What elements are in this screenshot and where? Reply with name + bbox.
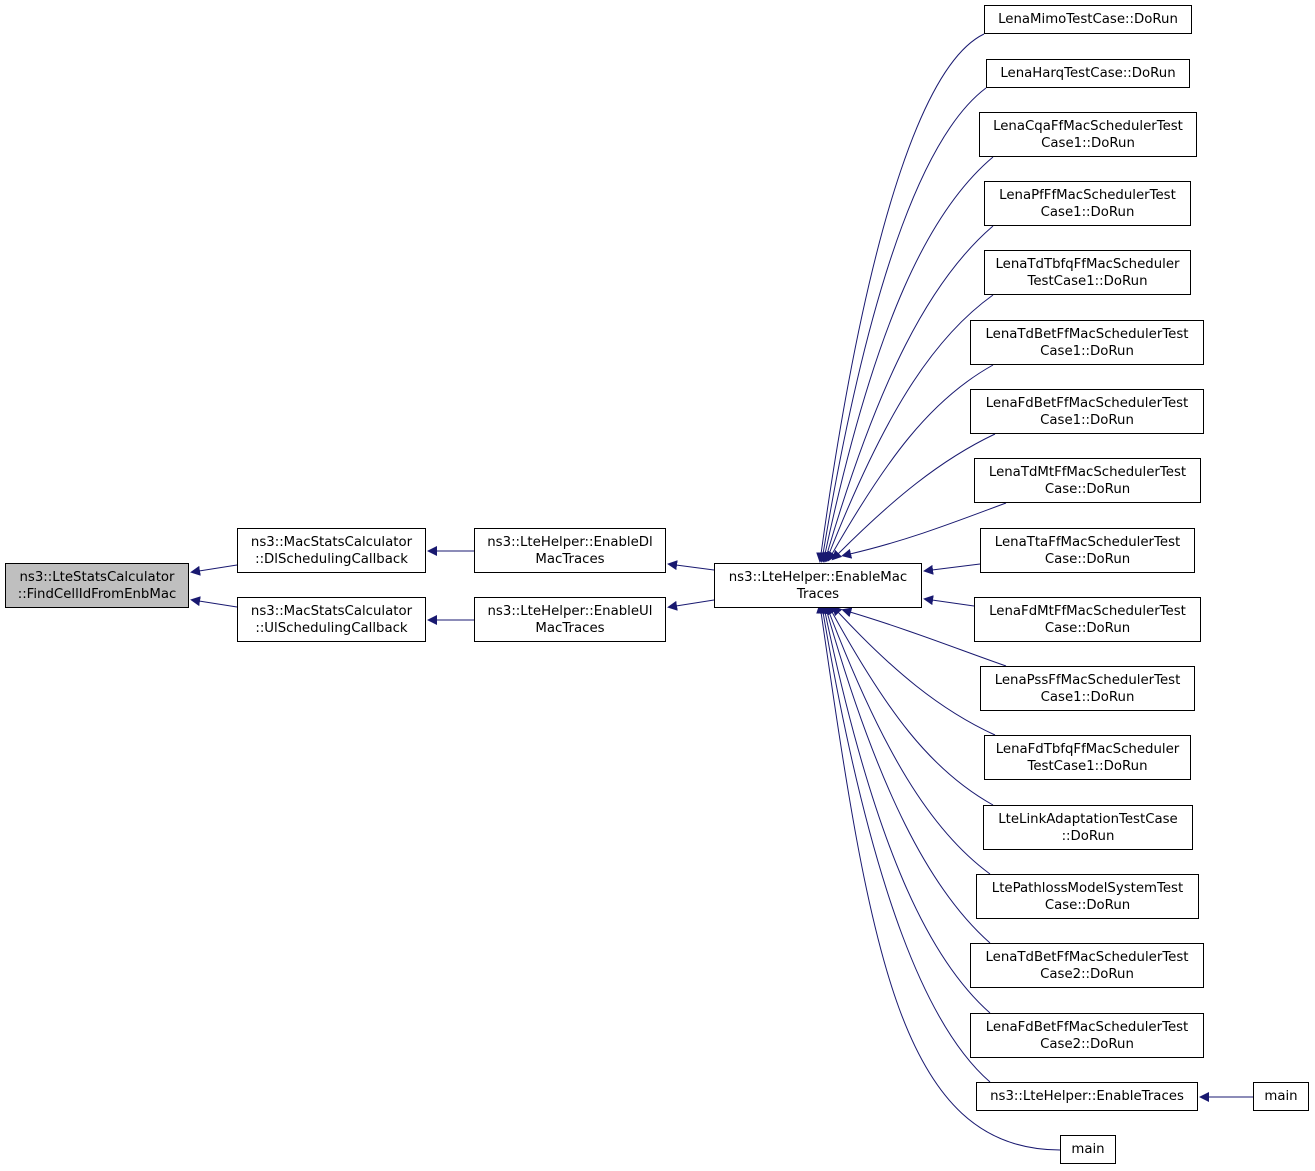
edge-enablemac-to-ul — [667, 599, 715, 611]
edge-ul-to-find — [190, 596, 238, 608]
node-label-line: MacTraces — [535, 620, 605, 636]
edge-tdmt — [841, 502, 1007, 559]
node-enable-ul-mac-traces[interactable]: ns3::LteHelper::EnableUl MacTraces — [474, 597, 666, 642]
node-label-line: Traces — [796, 586, 840, 602]
edge-mimo — [816, 33, 985, 563]
node-dl-scheduling-callback[interactable]: ns3::MacStatsCalculator ::DlSchedulingCa… — [237, 528, 426, 573]
edge-enablemac-to-dl — [667, 560, 715, 571]
node-label-line: Case1::DoRun — [1040, 689, 1135, 705]
edge-pathloss — [824, 603, 991, 875]
edge-enabletraces — [818, 603, 991, 1083]
edge-harq — [818, 87, 987, 563]
node-label-line: MacTraces — [535, 551, 605, 567]
node-enable-traces[interactable]: ns3::LteHelper::EnableTraces — [976, 1082, 1198, 1111]
node-label-line: LenaFdMtFfMacSchedulerTest — [989, 603, 1186, 619]
node-enable-mac-traces[interactable]: ns3::LteHelper::EnableMac Traces — [714, 563, 922, 608]
node-pathloss-test-case[interactable]: LtePathlossModelSystemTest Case::DoRun — [976, 874, 1199, 919]
node-label-line: Case::DoRun — [1044, 620, 1131, 636]
node-pf-test-case[interactable]: LenaPfFfMacSchedulerTest Case1::DoRun — [984, 181, 1191, 226]
node-label-line: LenaTdBetFfMacSchedulerTest — [985, 949, 1189, 965]
node-cqa-test-case[interactable]: LenaCqaFfMacSchedulerTest Case1::DoRun — [979, 112, 1197, 157]
node-fdmt-test-case[interactable]: LenaFdMtFfMacSchedulerTest Case::DoRun — [974, 597, 1201, 642]
node-label-line: Case::DoRun — [1044, 551, 1131, 567]
node-link-adaptation-test-case[interactable]: LteLinkAdaptationTestCase ::DoRun — [983, 805, 1193, 850]
edge-pss — [841, 607, 1007, 667]
edge-dl-to-find — [190, 564, 238, 576]
edge-fdbet1 — [831, 433, 996, 561]
node-enable-dl-mac-traces[interactable]: ns3::LteHelper::EnableDl MacTraces — [474, 528, 666, 573]
node-fdbet-test-case2[interactable]: LenaFdBetFfMacSchedulerTest Case2::DoRun — [970, 1013, 1204, 1058]
node-label-line: Case1::DoRun — [1040, 204, 1135, 220]
node-lte-stats-find-cell-id: ns3::LteStatsCalculator ::FindCellIdFrom… — [5, 563, 189, 608]
edge-tdbet1 — [827, 364, 994, 562]
edge-pf — [822, 225, 994, 563]
node-label-line: ::DlSchedulingCallback — [255, 551, 408, 567]
node-tdmt-test-case[interactable]: LenaTdMtFfMacSchedulerTest Case::DoRun — [974, 458, 1201, 503]
node-label-line: Case::DoRun — [1044, 897, 1131, 913]
node-label-line: main — [1071, 1142, 1105, 1157]
node-label-line: LenaPfFfMacSchedulerTest — [999, 187, 1176, 203]
node-label-line: LenaTdMtFfMacSchedulerTest — [988, 464, 1187, 480]
node-tdtbfq-test-case1[interactable]: LenaTdTbfqFfMacScheduler TestCase1::DoRu… — [984, 250, 1191, 295]
node-harq-test-case[interactable]: LenaHarqTestCase::DoRun — [986, 59, 1190, 88]
node-label-line: LenaTdTbfqFfMacScheduler — [995, 256, 1180, 272]
node-tta-test-case[interactable]: LenaTtaFfMacSchedulerTest Case::DoRun — [980, 528, 1195, 573]
node-label-line: Case2::DoRun — [1040, 1036, 1134, 1052]
node-label-line: ns3::LteHelper::EnableDl — [487, 534, 653, 550]
node-label-line: ::DoRun — [1061, 828, 1115, 844]
node-label-line: LteLinkAdaptationTestCase — [998, 811, 1178, 827]
node-pss-test-case[interactable]: LenaPssFfMacSchedulerTest Case1::DoRun — [980, 666, 1195, 711]
edge-main-bottom — [816, 603, 1061, 1151]
edge-fdmt — [923, 595, 975, 607]
node-label-line: Case1::DoRun — [1040, 412, 1134, 428]
node-label-line: Case1::DoRun — [1040, 343, 1134, 359]
node-label-line: Case2::DoRun — [1040, 966, 1134, 982]
edge-tdtbfq1 — [824, 294, 994, 563]
node-label-line: LenaTdBetFfMacSchedulerTest — [985, 326, 1189, 342]
node-label-line: LenaTtaFfMacSchedulerTest — [994, 534, 1181, 550]
node-label-line: ns3::MacStatsCalculator — [250, 603, 413, 619]
node-fdbet-test-case1[interactable]: LenaFdBetFfMacSchedulerTest Case1::DoRun — [970, 389, 1204, 434]
node-label-line: LenaCqaFfMacSchedulerTest — [993, 118, 1183, 134]
node-label-line: ns3::LteStatsCalculator — [19, 569, 175, 585]
node-label-line: ::UlSchedulingCallback — [255, 620, 408, 636]
node-label-line: ::FindCellIdFromEnbMac — [17, 586, 177, 602]
node-label-line: ns3::LteHelper::EnableMac — [728, 569, 908, 585]
edge-cqa — [820, 156, 994, 563]
node-label-line: main — [1264, 1089, 1298, 1104]
node-label-line: ns3::LteHelper::EnableTraces — [990, 1089, 1184, 1104]
node-mimo-test-case[interactable]: LenaMimoTestCase::DoRun — [984, 5, 1192, 34]
node-label-line: LenaMimoTestCase::DoRun — [998, 12, 1178, 27]
node-label-line: Case::DoRun — [1044, 481, 1131, 497]
node-ul-scheduling-callback[interactable]: ns3::MacStatsCalculator ::UlSchedulingCa… — [237, 597, 426, 642]
node-label-line: LenaHarqTestCase::DoRun — [1000, 66, 1176, 81]
node-tdbet-test-case2[interactable]: LenaTdBetFfMacSchedulerTest Case2::DoRun — [970, 943, 1204, 988]
edge-fdtbfq1 — [831, 605, 996, 736]
edge-fdbet2 — [820, 603, 991, 1014]
node-main-right[interactable]: main — [1253, 1082, 1309, 1111]
edge-tdbet2 — [822, 603, 991, 944]
node-label-line: ns3::MacStatsCalculator — [250, 534, 413, 550]
node-tdbet-test-case1[interactable]: LenaTdBetFfMacSchedulerTest Case1::DoRun — [970, 320, 1204, 365]
node-label-line: LtePathlossModelSystemTest — [991, 880, 1184, 896]
node-label-line: TestCase1::DoRun — [1027, 273, 1148, 289]
node-label-line: LenaFdTbfqFfMacScheduler — [995, 741, 1180, 757]
node-main-bottom[interactable]: main — [1060, 1135, 1116, 1164]
node-label-line: ns3::LteHelper::EnableUl — [487, 603, 653, 619]
node-label-line: TestCase1::DoRun — [1027, 758, 1148, 774]
node-fdtbfq-test-case1[interactable]: LenaFdTbfqFfMacScheduler TestCase1::DoRu… — [984, 735, 1191, 780]
node-label-line: LenaFdBetFfMacSchedulerTest — [985, 1019, 1189, 1035]
node-label-line: LenaPssFfMacSchedulerTest — [994, 672, 1181, 688]
edge-tta — [923, 563, 981, 575]
node-label-line: LenaFdBetFfMacSchedulerTest — [985, 395, 1189, 411]
node-label-line: Case1::DoRun — [1041, 135, 1135, 151]
edge-linkadapt — [827, 604, 994, 806]
